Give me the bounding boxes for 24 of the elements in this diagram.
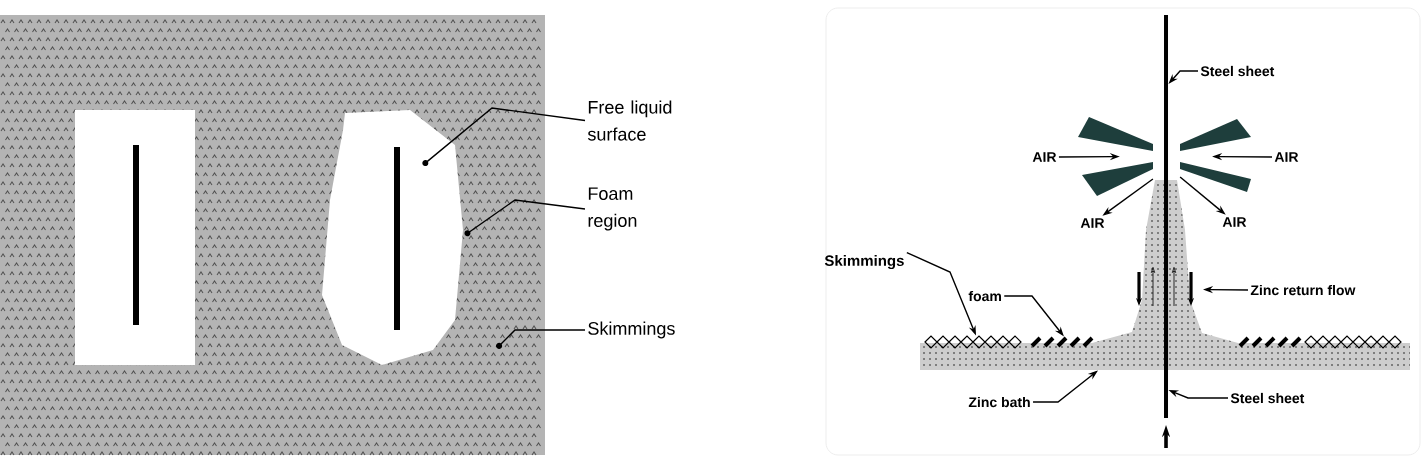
callout-label: AIR xyxy=(1274,152,1299,162)
air-nozzle xyxy=(1078,117,1153,151)
leader-line xyxy=(496,329,586,349)
air-nozzle xyxy=(1082,162,1153,196)
callout-label: AIR xyxy=(1032,152,1057,162)
callout-label: Skimmings xyxy=(588,321,675,339)
skimmings-layer xyxy=(1304,335,1402,349)
callout-label: Steel sheet xyxy=(1200,65,1275,77)
air-nozzle xyxy=(1180,162,1251,192)
callout-label: Free liquid surface xyxy=(587,100,672,141)
leader-line xyxy=(464,199,586,237)
callout-label: Foam region xyxy=(588,187,637,231)
callout-label: foam xyxy=(968,290,1001,302)
callout-label: Zinc return flow xyxy=(1250,284,1356,296)
callout-label: AIR xyxy=(1080,218,1105,228)
foam-layer xyxy=(1238,336,1302,348)
callout-label: Steel sheet xyxy=(1230,392,1305,404)
callout-label: Zinc bath xyxy=(968,396,1030,408)
skimmings-layer xyxy=(924,335,1022,349)
callout-label: Skimmings xyxy=(824,255,904,269)
foam-layer xyxy=(1030,336,1094,348)
air-nozzle xyxy=(1180,119,1251,151)
callout-label: AIR xyxy=(1222,217,1247,227)
leader-line xyxy=(422,107,586,167)
